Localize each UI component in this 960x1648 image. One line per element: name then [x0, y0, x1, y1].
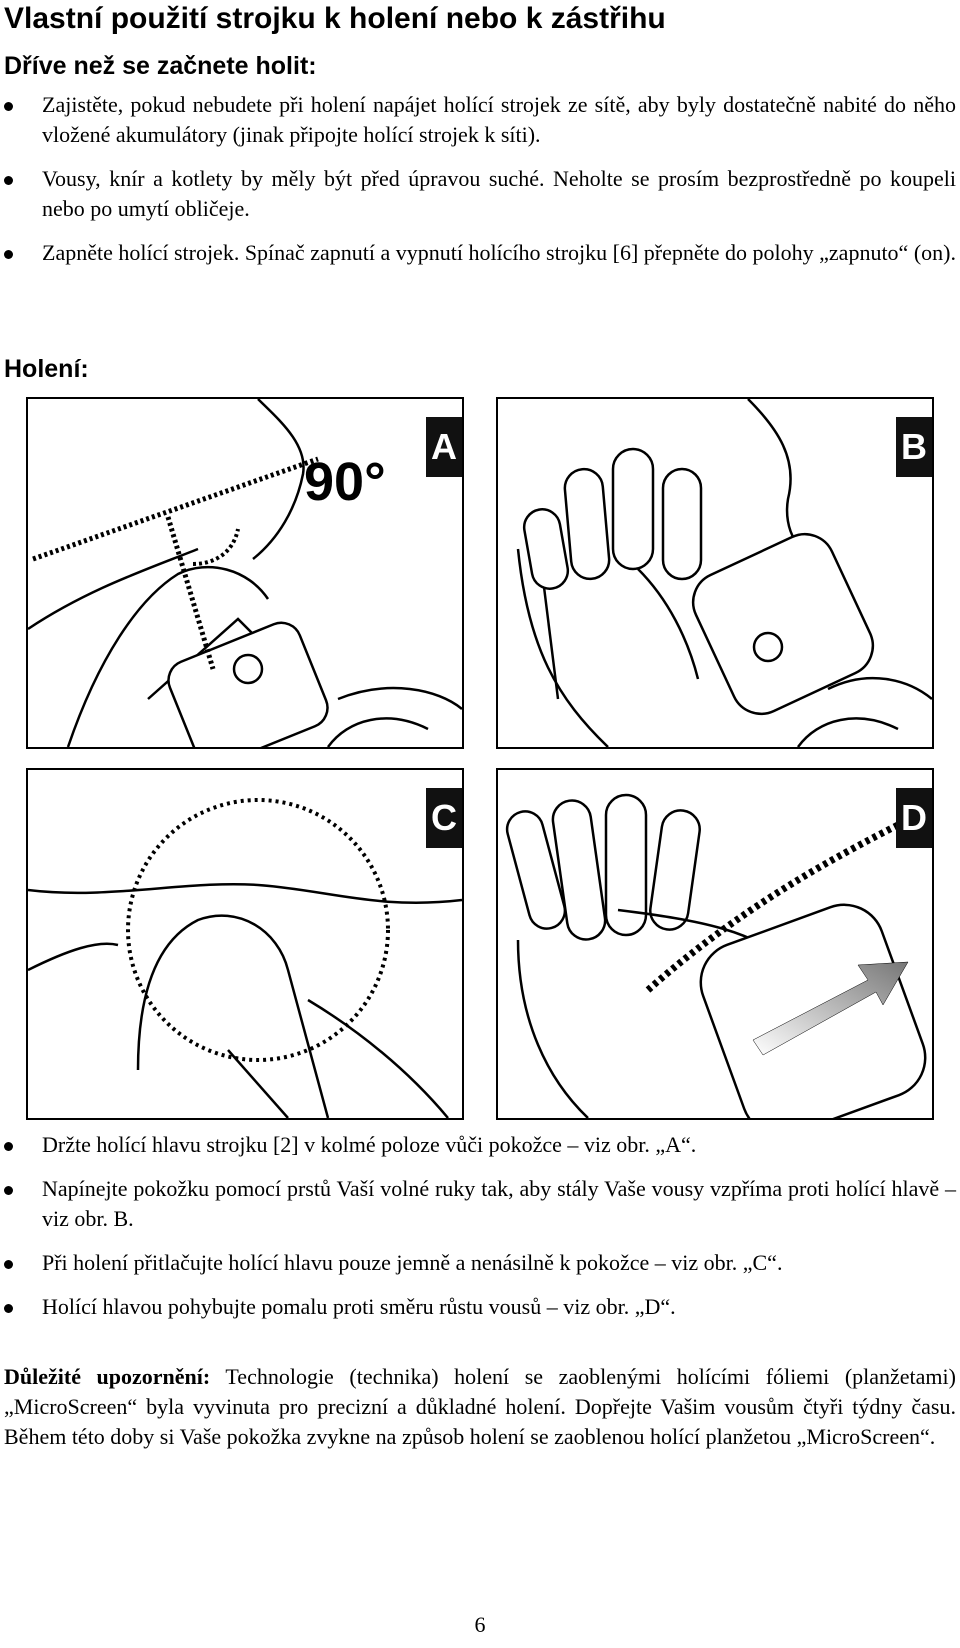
before-heading: Dříve než se začnete holit: [4, 52, 317, 80]
figure-a: 90° A [26, 397, 464, 749]
figure-c-illustration [28, 798, 462, 1118]
figure-d-illustration [505, 793, 927, 1118]
bullet-icon [4, 1142, 13, 1151]
figure-b-illustration [516, 399, 932, 747]
note-label: Důležité upozornění: [4, 1364, 211, 1389]
angle-label: 90° [304, 452, 386, 512]
list-item: Držte holící hlavu strojku [2] v kolmé p… [0, 1130, 956, 1160]
list-item: Holící hlavou pohybujte pomalu proti smě… [0, 1292, 956, 1322]
page-number: 6 [474, 1612, 486, 1637]
bullet-icon [4, 102, 13, 111]
figure-a-illustration [28, 399, 462, 747]
bullet-icon [4, 1260, 13, 1269]
list-item: Zapněte holící strojek. Spínač zapnutí a… [0, 238, 956, 268]
bullet-icon [4, 176, 13, 185]
list-item: Napínejte pokožku pomocí prstů Vaší voln… [0, 1174, 956, 1234]
before-list: Zajistěte, pokud nebudete při holení nap… [0, 90, 956, 282]
list-item: Při holení přitlačujte holící hlavu pouz… [0, 1248, 956, 1278]
note-text: Technologie (technika) holení se zaoblen… [4, 1364, 956, 1449]
list-item: Vousy, knír a kotlety by měly být před ú… [0, 164, 956, 224]
page-title: Vlastní použití strojku k holení nebo k … [4, 2, 666, 35]
important-note: Důležité upozornění: Technologie (techni… [4, 1362, 956, 1452]
bullet-icon [4, 250, 13, 259]
figure-label-d: D [896, 788, 932, 848]
figure-label-a: A [426, 417, 462, 477]
bullet-icon [4, 1186, 13, 1195]
figure-b: B [496, 397, 934, 749]
shaving-list: Držte holící hlavu strojku [2] v kolmé p… [0, 1130, 956, 1336]
shaving-heading: Holení: [4, 355, 89, 383]
figure-c: C [26, 768, 464, 1120]
figure-label-b: B [896, 417, 932, 477]
figure-d: D [496, 768, 934, 1120]
bullet-icon [4, 1304, 13, 1313]
list-item: Zajistěte, pokud nebudete při holení nap… [0, 90, 956, 150]
figure-label-c: C [426, 788, 462, 848]
